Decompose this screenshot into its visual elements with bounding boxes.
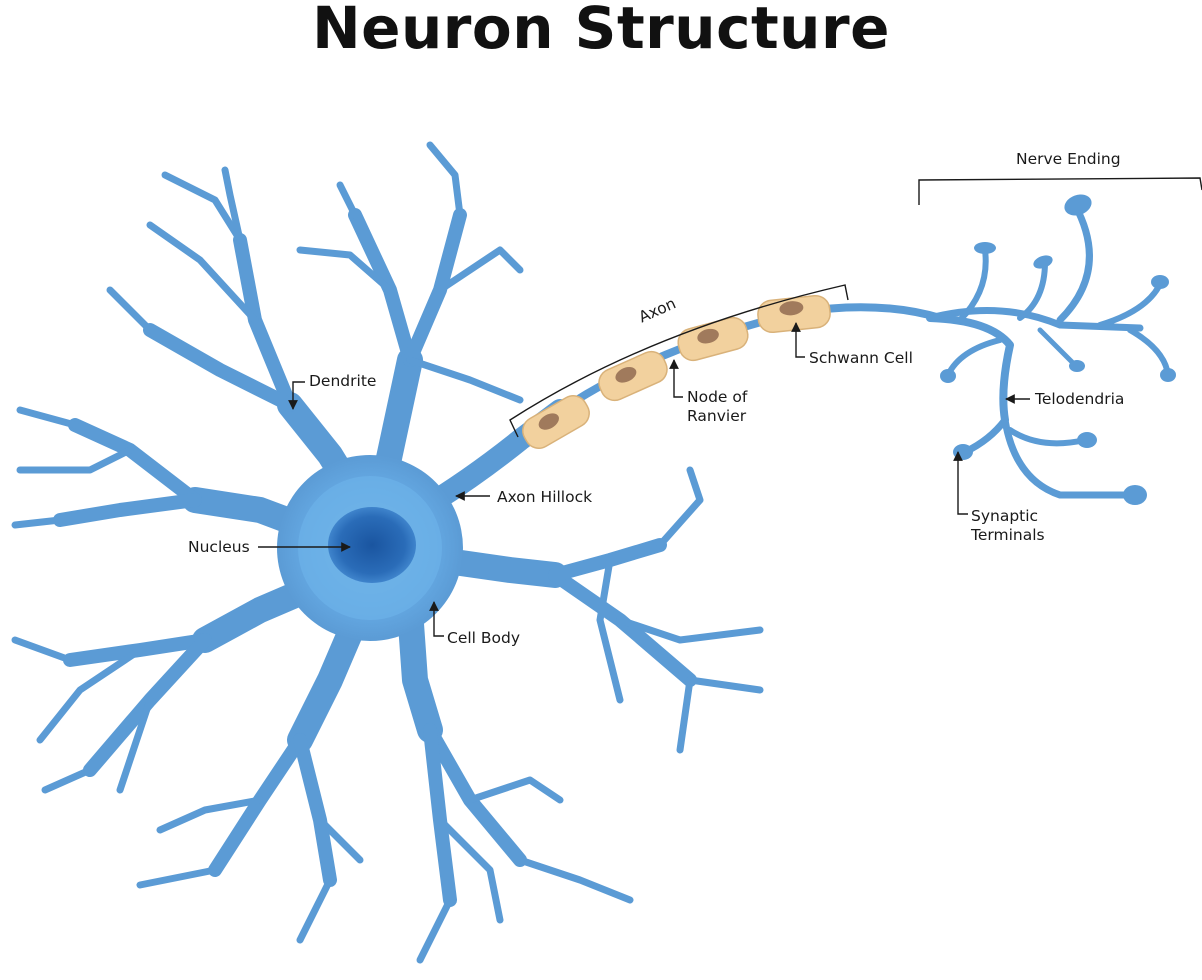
label-cell-body: Cell Body — [447, 629, 521, 647]
label-synaptic-terminals-line1: Synaptic — [971, 507, 1039, 525]
label-nerve-ending: Nerve Ending — [1016, 150, 1121, 168]
dendrites — [11, 141, 764, 964]
label-axon-hillock: Axon Hillock — [497, 488, 593, 506]
label-node-of-ranvier-line1: Node of — [687, 388, 748, 406]
label-node-of-ranvier-line2: Ranvier — [687, 407, 747, 425]
label-schwann-cell: Schwann Cell — [809, 349, 913, 367]
label-synaptic-terminals-line2: Terminals — [971, 526, 1045, 544]
cell-body — [277, 455, 463, 641]
label-telodendria: Telodendria — [1035, 390, 1125, 408]
label-synaptic-terminals: Synaptic Terminals — [971, 507, 1045, 545]
label-nucleus: Nucleus — [188, 538, 250, 556]
nucleus-shape — [328, 507, 416, 583]
page-title: Neuron Structure — [312, 0, 890, 62]
leader-lines — [258, 177, 1202, 637]
label-dendrite: Dendrite — [309, 372, 377, 390]
label-node-of-ranvier: Node of Ranvier — [687, 388, 747, 426]
synaptic-terminal-bulbs — [940, 194, 1176, 505]
